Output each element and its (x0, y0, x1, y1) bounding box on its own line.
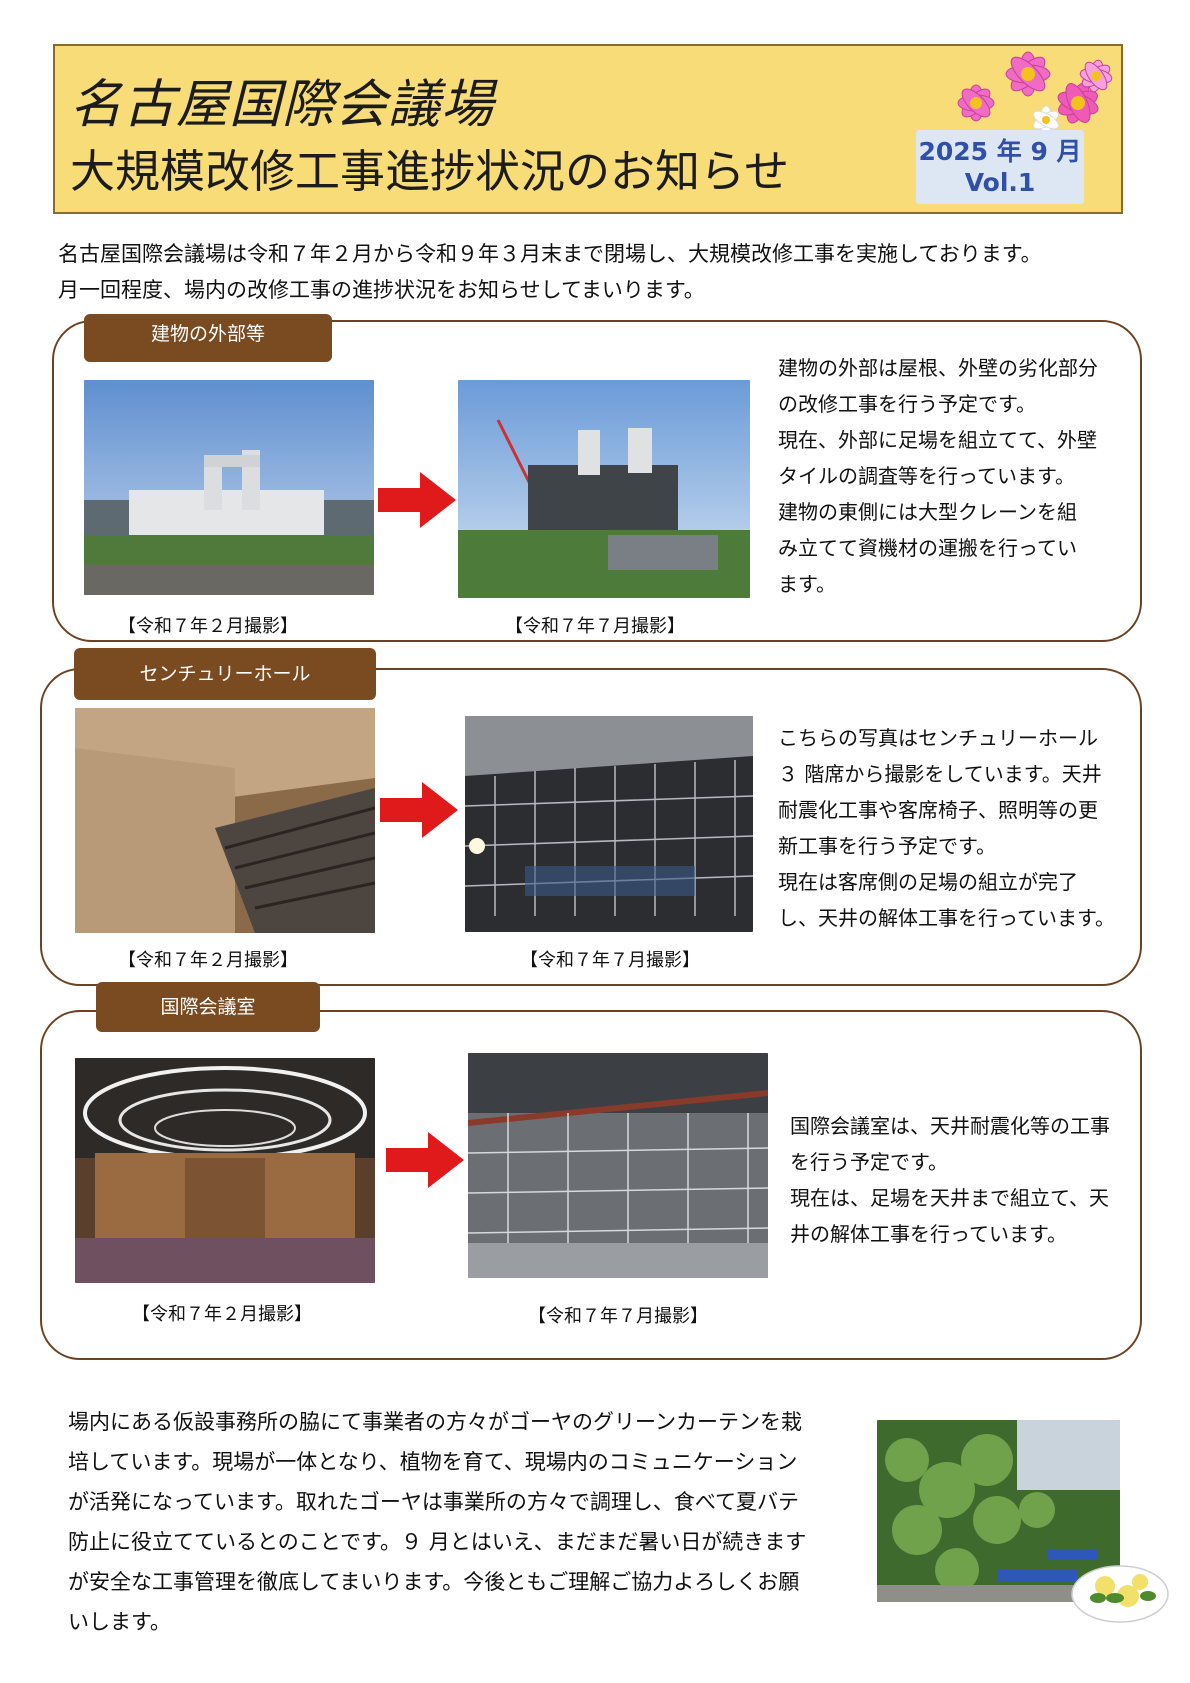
arrow-right-icon (386, 1132, 464, 1188)
after-caption: 【令和７年７月撮影】 (505, 616, 685, 637)
before-caption: 【令和７年２月撮影】 (118, 950, 298, 971)
before-caption: 【令和７年２月撮影】 (118, 616, 298, 637)
exterior-before-photo (84, 380, 374, 595)
description-line: の改修工事を行う予定です。 (778, 392, 1036, 416)
description-line: 耐震化工事や客席椅子、照明等の更 (778, 798, 1098, 822)
section-description: こちらの写真はセンチュリーホール ３ 階席から撮影をしています。天井 耐震化工事… (778, 720, 1115, 936)
description-line: 現在は客席側の足場の組立が完了 (778, 870, 1078, 894)
arrow-right-icon (380, 782, 458, 838)
conference-room-before-photo (75, 1058, 375, 1283)
issue-volume: Vol.1 (964, 168, 1036, 197)
arrow-right-icon (378, 472, 456, 528)
before-caption: 【令和７年２月撮影】 (132, 1304, 312, 1325)
footer-line: が安全な工事管理を徹底してまいります。今後ともご理解ご協力よろしくお願 (68, 1570, 800, 1594)
section-title: センチュリーホール (74, 648, 376, 700)
green-curtain-photo (877, 1420, 1120, 1602)
description-line: タイルの調査等を行っています。 (778, 464, 1075, 488)
description-line: ます。 (778, 572, 836, 596)
section-title: 国際会議室 (96, 982, 320, 1032)
cosmos-flowers-icon (957, 51, 1113, 135)
after-caption: 【令和７年７月撮影】 (528, 1306, 708, 1327)
description-line: 建物の東側には大型クレーンを組 (778, 500, 1077, 524)
description-line: み立てて資機材の運搬を行ってい (778, 536, 1077, 560)
description-line: を行う予定です。 (790, 1150, 948, 1174)
century-hall-after-photo (465, 716, 753, 932)
description-line: 新工事を行う予定です。 (778, 834, 996, 858)
footer-line: 場内にある仮設事務所の脇にて事業者の方々がゴーヤのグリーンカーテンを栽 (68, 1410, 802, 1434)
intro-line: 月一回程度、場内の改修工事の進捗状況をお知らせしてまいります。 (58, 278, 705, 302)
section-description: 国際会議室は、天井耐震化等の工事 を行う予定です。 現在は、足場を天井まで組立て… (790, 1108, 1110, 1252)
section-title: 建物の外部等 (84, 314, 332, 362)
page-title: 名古屋国際会議場 (70, 75, 495, 135)
description-line: 国際会議室は、天井耐震化等の工事 (790, 1114, 1110, 1138)
description-line: ３ 階席から撮影をしています。天井 (778, 762, 1102, 786)
issue-date: 2025 年 9 月 (918, 137, 1082, 166)
issue-box (916, 130, 1084, 204)
footer-line: 培しています。現場が一体となり、植物を育て、現場内のコミュニケーション (68, 1450, 798, 1474)
description-line: こちらの写真はセンチュリーホール (778, 726, 1098, 750)
footer-line: いします。 (68, 1610, 171, 1634)
goya-dish-icon (1071, 1565, 1169, 1623)
description-line: 現在は、足場を天井まで組立て、天 (790, 1186, 1109, 1210)
footer-line: 防止に役立てているとのことです。９ 月とはいえ、まだまだ暑い日が続きます (68, 1530, 807, 1554)
exterior-after-photo (458, 380, 750, 598)
after-caption: 【令和７年７月撮影】 (520, 950, 700, 971)
century-hall-before-photo (75, 708, 375, 933)
description-line: し、天井の解体工事を行っています。 (778, 906, 1115, 930)
description-line: 建物の外部は屋根、外壁の劣化部分 (778, 356, 1098, 380)
footer-text: 場内にある仮設事務所の脇にて事業者の方々がゴーヤのグリーンカーテンを栽 培してい… (68, 1402, 858, 1642)
intro-text: 名古屋国際会議場は令和７年２月から令和９年３月末まで閉場し、大規模改修工事を実施… (58, 236, 1128, 308)
footer-line: が活発になっています。取れたゴーヤは事業所の方々で調理し、食べて夏バテ (68, 1490, 800, 1514)
page-subtitle: 大規模改修工事進捗状況のお知らせ (70, 145, 790, 198)
intro-line: 名古屋国際会議場は令和７年２月から令和９年３月末まで閉場し、大規模改修工事を実施… (58, 242, 1042, 266)
conference-room-after-photo (468, 1053, 768, 1278)
section-description: 建物の外部は屋根、外壁の劣化部分 の改修工事を行う予定です。 現在、外部に足場を… (778, 350, 1098, 602)
description-line: 井の解体工事を行っています。 (790, 1222, 1067, 1246)
description-line: 現在、外部に足場を組立てて、外壁 (778, 428, 1097, 452)
